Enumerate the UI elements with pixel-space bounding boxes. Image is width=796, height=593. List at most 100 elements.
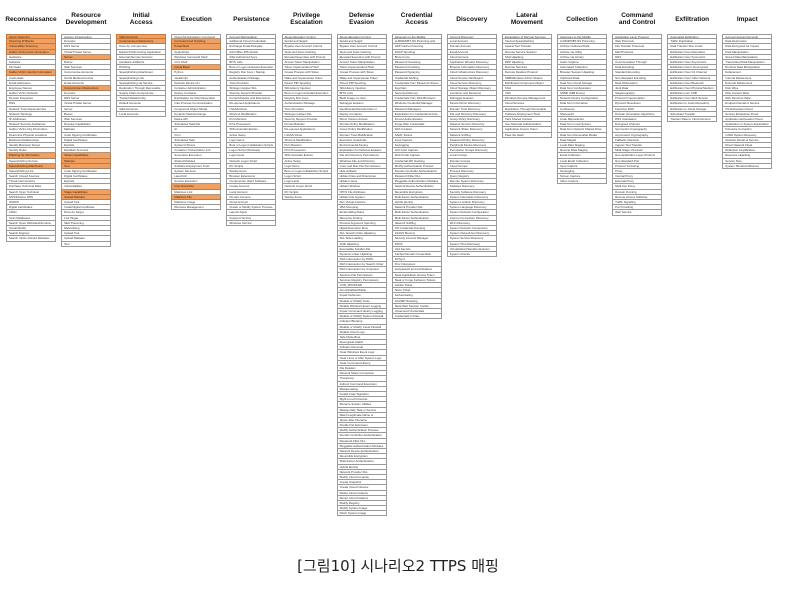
technique-cell: Network Logon Script — [226, 158, 277, 164]
technique-cell: Input Capture — [391, 137, 442, 143]
technique-cell: RC Scripts — [281, 189, 332, 195]
technique-cell: Additional Cloud Credentials — [226, 39, 277, 45]
technique-cell: Create Cloud Instance — [336, 485, 387, 491]
technique-cell: Serverless Execution — [171, 153, 222, 159]
technique-cell: Remote Access Software — [612, 194, 663, 200]
technique-cell: Junk Data — [612, 85, 663, 92]
technique-cell: System Shutdown/Reboot — [722, 163, 773, 169]
technique-cell: Network Trust Dependencies — [6, 106, 56, 112]
technique-cell: Data Encoding — [612, 65, 663, 71]
technique-cell: Exfiltration Over Symmetric Encrypted No… — [667, 54, 718, 60]
technique-cell: Disk Content Wipe — [722, 91, 773, 97]
technique-cell: Network Service Discovery — [446, 122, 497, 128]
technique-cell: Determine Physical Locations — [6, 132, 56, 138]
technique-cell: Hybrid Identity — [391, 200, 442, 206]
technique-cell: Multi-Factor Authentication — [336, 459, 387, 465]
technique-cell: Disk Wipe — [722, 85, 773, 92]
technique-cell: Identify Business Tempo — [6, 142, 56, 149]
technique-cell: Search Victim-Owned Websites — [6, 236, 56, 242]
technique-cell: Network Sniffing — [446, 132, 497, 138]
technique-cell: Upload Tool — [61, 231, 112, 237]
technique-cell: Modify Registry — [336, 500, 387, 507]
technique-cell: DLL Side-Loading — [336, 236, 387, 242]
technique-cell: Exfiltration Over Asymmetric Encrypted N… — [667, 59, 718, 66]
technique-cell: Authentication Package — [281, 101, 332, 107]
technique-cell: Exfiltration over USB — [667, 91, 718, 97]
technique-cell: Port Monitors — [226, 117, 277, 123]
technique-cell: Create Process with Token — [281, 70, 332, 76]
technique-cell: Virtualization/Sandbox Evasion — [446, 246, 497, 252]
technique-cell: Cron — [171, 132, 222, 138]
technique-cell: Domain Properties — [6, 96, 56, 102]
technique-cell: Launchctl — [171, 174, 222, 180]
tactic-header: Resource Development — [65, 12, 107, 26]
technique-cell: Access Token Manipulation — [281, 59, 332, 66]
technique-cell: Gather Victim Network Information — [6, 91, 56, 97]
technique-cell: Screen Capture — [557, 174, 607, 180]
technique-cell: Network Sniffing — [391, 220, 442, 226]
technique-cell: Archive via Library — [557, 54, 607, 60]
technique-cell: SID-History Injection — [281, 85, 332, 92]
technique-cell: Direct Network Flood — [722, 142, 773, 149]
technique-cell: Pass the Hash — [501, 132, 552, 138]
technique-cell: Multi-hop Proxy — [612, 184, 663, 190]
technique-cell: Network Device CLI — [171, 80, 222, 86]
technique-cell: Create Process with Token — [336, 70, 387, 76]
technique-cell: Container Orchestration Job — [171, 148, 222, 154]
technique-cell: Audio Capture — [557, 59, 607, 66]
technique-cell: Firmware — [6, 65, 56, 71]
technique-cell: Network Device Configuration Dump — [557, 96, 607, 102]
technique-cell: Application Layer Protocol — [612, 34, 663, 40]
technique-cell: Domain Fronting — [612, 189, 663, 195]
technique-cell: Reversible Encryption — [336, 454, 387, 460]
technique-cell: Keychain — [391, 85, 442, 92]
technique-cell: Code Repositories — [557, 117, 607, 123]
technique-cell: Email Accounts — [61, 80, 112, 86]
technique-cell: Protocol Impersonation — [612, 96, 663, 102]
technique-cell: File and Directory Discovery — [446, 111, 497, 117]
technique-cell: Network Share Discovery — [446, 127, 497, 133]
technique-cell: Cloud Groups — [446, 163, 497, 169]
technique-cell: Group Policy Modification — [336, 127, 387, 133]
technique-cell: Data from Network Shared Drive — [557, 127, 607, 133]
technique-cell: Delete Cloud Instance — [336, 490, 387, 496]
technique-cell: Inhibit System Recovery — [722, 132, 773, 138]
technique-cell: Data Manipulation — [722, 49, 773, 55]
technique-cell: Asymmetric Cryptography — [612, 132, 663, 138]
technique-cell: RC Scripts — [226, 163, 277, 169]
technique-cell: System Owner/User Discovery — [446, 231, 497, 237]
technique-cell: Confluence — [557, 106, 607, 112]
technique-cell: Exfiltration Over Physical Medium — [667, 85, 718, 92]
technique-cell: Kernel Modules — [281, 122, 332, 128]
technique-cell: Purchase Technical Data — [6, 184, 56, 190]
technique-cell: Time Providers — [281, 106, 332, 112]
technique-cell: Remote Data Staging — [557, 148, 607, 154]
technique-cell: Cloud Services — [501, 101, 552, 107]
technique-cell: Domain Groups — [446, 158, 497, 164]
technique-cell: Internal Defacement — [722, 75, 773, 81]
technique-cell: Container Administration Command — [171, 85, 222, 92]
technique-cell: Port Monitors — [281, 142, 332, 149]
technique-cell: Environmental Keying — [336, 142, 387, 149]
technique-cell: Local Data Staging — [557, 142, 607, 149]
technique-cell: Disable Windows Event Logging — [336, 303, 387, 309]
technique-cell: Vulnerabilities — [61, 184, 112, 190]
technique-cell: Access Token Manipulation — [336, 59, 387, 66]
technique-cell: Windows Service — [226, 220, 277, 226]
technique-cell: Winlogon Helper DLL — [226, 85, 277, 92]
technique-cell: Sudo and Sudo Caching — [281, 49, 332, 55]
technique-cell: Malicious Image — [171, 200, 222, 206]
technique-cell: Container and Resource Discovery — [446, 91, 497, 97]
technique-cell: Sudo and Sudo Caching — [336, 49, 387, 55]
technique-cell: Silver Ticket — [391, 288, 442, 294]
technique-cell: Web Protocols — [612, 39, 663, 45]
technique-cell: Windows Command Shell — [171, 54, 222, 60]
technique-cell: ARP Cache Poisoning — [391, 44, 442, 50]
